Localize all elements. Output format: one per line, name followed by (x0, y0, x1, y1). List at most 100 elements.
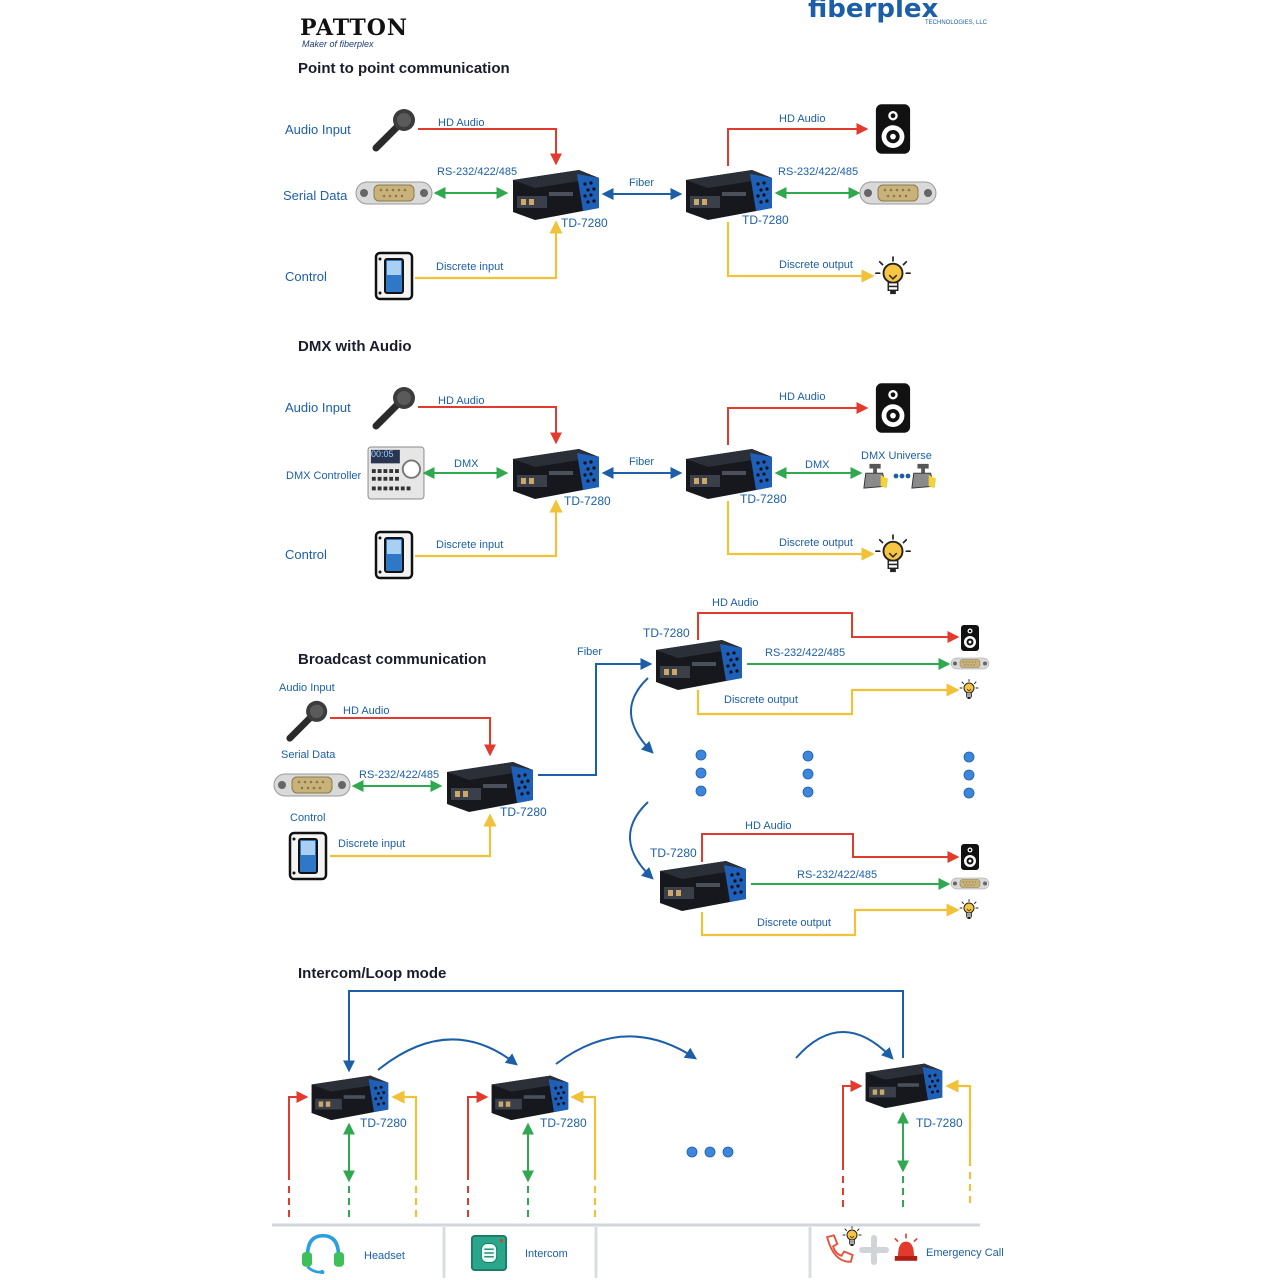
patton-logo-text: PATTON (300, 15, 408, 41)
discrete-output-label: Discrete output (724, 694, 798, 706)
fiberplex-logo-text: fiberplex (808, 0, 938, 24)
hd-audio-line (727, 123, 869, 166)
device-icon (865, 1063, 943, 1109)
microphone-icon (376, 109, 415, 148)
discrete-output-label: Discrete output (779, 259, 853, 271)
stage-light-icon (911, 463, 937, 489)
hd-audio-label: HD Audio (745, 820, 791, 832)
section-broadcast: Broadcast communication Audio Input Seri… (273, 597, 990, 937)
fiber-label: Fiber (629, 177, 654, 189)
speaker-icon (961, 844, 979, 870)
endpoint-intercom: Intercom (470, 1234, 568, 1272)
device-label: TD-7280 (500, 805, 547, 819)
fiber-curve (555, 1035, 698, 1065)
serial-label: RS-232/422/485 (437, 166, 517, 178)
dmx-controller-icon: 00:05 (367, 446, 425, 500)
device-icon (656, 640, 742, 690)
serial-data-label: Serial Data (281, 749, 336, 761)
discrete-output-line (726, 222, 875, 283)
fiber-line (538, 658, 653, 776)
discrete-output-label: Discrete output (757, 917, 831, 929)
hd-audio-line (330, 717, 496, 757)
section-dmx-with-audio: DMX with Audio Audio Input DMX Controlle… (285, 338, 937, 580)
speaker-icon (875, 104, 911, 154)
fiberplex-logo: fiberplex TECHNOLOGIES, LLC (808, 0, 988, 26)
switch-icon (374, 530, 414, 580)
serial-port-icon (950, 657, 990, 670)
emergency-call-label: Emergency Call (926, 1247, 1004, 1259)
discrete-input-line (415, 499, 563, 558)
discrete-line (945, 1079, 972, 1166)
hd-audio-label: HD Audio (438, 117, 484, 129)
discrete-input-label: Discrete input (436, 261, 503, 273)
device-label: TD-7280 (564, 494, 611, 508)
device-label: TD-7280 (742, 213, 789, 227)
audio-line (288, 1091, 309, 1180)
audio-input-label: Audio Input (285, 400, 351, 415)
fiber-label: Fiber (577, 646, 602, 658)
discrete-input-line (415, 220, 563, 280)
microphone-icon (290, 701, 327, 738)
section-title: DMX with Audio (298, 338, 412, 355)
fiberplex-logo-subtext: TECHNOLOGIES, LLC (925, 20, 988, 26)
discrete-input-line (330, 813, 497, 858)
serial-port-icon (859, 181, 937, 205)
serial-label: RS-232/422/485 (359, 769, 439, 781)
controller-display-text: 00:05 (371, 449, 394, 459)
hd-audio-label: HD Audio (779, 391, 825, 403)
hd-audio-line (418, 128, 562, 166)
hd-audio-label: HD Audio (438, 395, 484, 407)
serial-data-label: Serial Data (283, 188, 348, 203)
endpoint-headset: Headset (300, 1233, 405, 1274)
section-title: Broadcast communication (298, 651, 486, 668)
speaker-icon (875, 383, 911, 433)
control-label: Control (290, 812, 325, 824)
section-title: Intercom/Loop mode (298, 965, 446, 982)
fiber-curve (377, 1038, 518, 1071)
speaker-icon (961, 625, 979, 651)
device-label: TD-7280 (916, 1116, 963, 1130)
lightbulb-icon (842, 1226, 862, 1247)
hd-audio-line (418, 406, 562, 445)
serial-label: RS-232/422/485 (778, 166, 858, 178)
intercom-icon (470, 1234, 508, 1272)
hd-audio-line (701, 833, 960, 863)
device-label: TD-7280 (540, 1116, 587, 1130)
serial-label: RS-232/422/485 (765, 647, 845, 659)
serial-port-icon (273, 773, 351, 797)
patton-logo-subtext: Maker of fiberplex (302, 39, 374, 49)
device-icon (660, 861, 746, 911)
discrete-line (570, 1090, 597, 1180)
section-point-to-point: Point to point communication Audio Input… (283, 60, 937, 301)
device-icon (491, 1075, 569, 1121)
stage-light-icon (863, 463, 889, 489)
discrete-output-line (726, 501, 875, 561)
dmx-label: DMX (454, 458, 479, 470)
dmx-controller-label: DMX Controller (286, 470, 362, 482)
endpoint-emergency-call: Emergency Call (826, 1226, 1004, 1265)
control-label: Control (285, 547, 327, 562)
audio-input-label: Audio Input (285, 122, 351, 137)
loop-fiber-line (343, 990, 904, 1073)
dmx-universe-label: DMX Universe (861, 450, 932, 462)
discrete-output-line (700, 903, 960, 937)
continuation-dots (686, 1146, 734, 1158)
fiber-curve (629, 801, 654, 880)
discrete-output-line (696, 683, 960, 716)
device-icon (513, 449, 599, 499)
discrete-output-label: Discrete output (779, 537, 853, 549)
section-title: Point to point communication (298, 60, 510, 77)
lightbulb-icon (959, 898, 979, 920)
continuation-dots (695, 749, 975, 799)
plus-icon (859, 1235, 889, 1265)
lightbulb-icon (874, 256, 912, 296)
device-label: TD-7280 (561, 216, 608, 230)
fiber-curve (795, 1031, 894, 1060)
serial-label: RS-232/422/485 (797, 869, 877, 881)
section-intercom-loop: Intercom/Loop mode TD-7280 TD-7280 TD-72 (272, 965, 1004, 1278)
device-icon (311, 1075, 389, 1121)
alarm-icon (893, 1232, 919, 1262)
discrete-input-label: Discrete input (338, 838, 405, 850)
headset-label: Headset (364, 1250, 405, 1262)
